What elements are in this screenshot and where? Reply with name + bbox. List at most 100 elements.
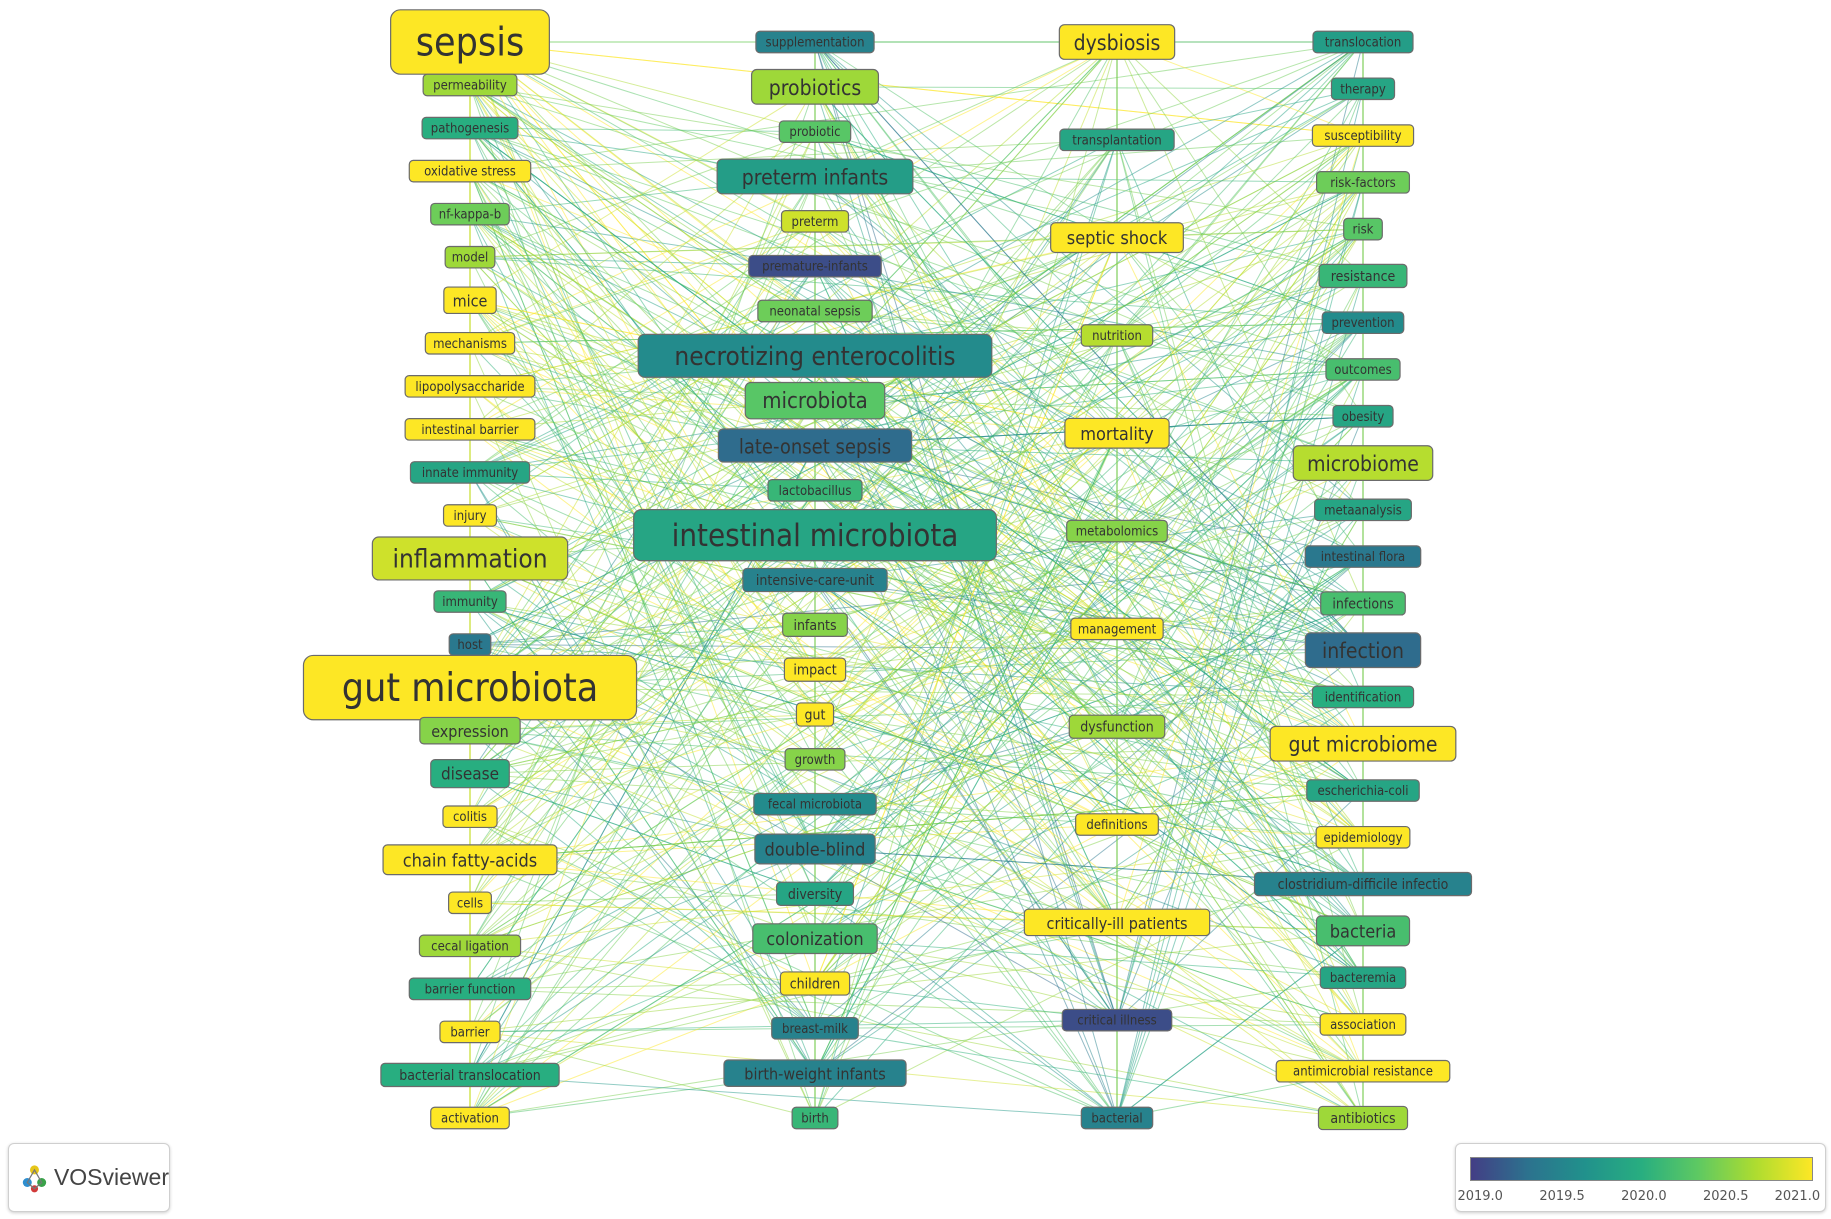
keyword-box[interactable] (419, 716, 521, 745)
keyword-box[interactable] (1269, 725, 1457, 762)
keyword-node[interactable]: critically-ill patients (1023, 908, 1211, 937)
keyword-box[interactable] (1275, 1059, 1451, 1083)
keyword-box[interactable] (716, 158, 914, 195)
keyword-node[interactable]: growth (784, 748, 846, 771)
keyword-box[interactable] (1315, 825, 1411, 849)
keyword-box[interactable] (1319, 966, 1407, 989)
keyword-node[interactable]: disease (430, 759, 510, 789)
keyword-node[interactable]: gut microbiome (1269, 725, 1457, 762)
keyword-node[interactable]: transplantation (1059, 128, 1175, 152)
keyword-box[interactable] (795, 702, 835, 727)
keyword-node[interactable]: antibiotics (1317, 1105, 1409, 1131)
keyword-node[interactable]: obesity (1332, 404, 1394, 428)
keyword-box[interactable] (1315, 171, 1411, 194)
keyword-box[interactable] (1070, 617, 1164, 641)
keyword-node[interactable]: management (1070, 617, 1164, 641)
keyword-node[interactable]: intestinal microbiota (633, 508, 997, 562)
keyword-node[interactable]: epidemiology (1315, 825, 1411, 849)
keyword-box[interactable] (1304, 545, 1422, 568)
keyword-box[interactable] (1325, 358, 1401, 381)
keyword-box[interactable] (783, 657, 847, 682)
keyword-box[interactable] (717, 428, 913, 463)
keyword-node[interactable]: antimicrobial resistance (1275, 1059, 1451, 1083)
keyword-box[interactable] (408, 977, 532, 1001)
keyword-box[interactable] (1253, 871, 1473, 897)
keyword-box[interactable] (1320, 591, 1406, 616)
keyword-node[interactable]: pathogenesis (421, 116, 519, 140)
keyword-box[interactable] (404, 418, 536, 441)
keyword-node[interactable]: neonatal sepsis (757, 299, 873, 323)
keyword-node[interactable]: therapy (1330, 77, 1396, 101)
keyword-box[interactable] (448, 891, 492, 915)
keyword-node[interactable]: cecal ligation (418, 934, 522, 958)
keyword-box[interactable] (1317, 1105, 1409, 1131)
keyword-box[interactable] (409, 461, 531, 484)
keyword-box[interactable] (771, 1017, 859, 1040)
keyword-box[interactable] (1343, 217, 1383, 241)
vosviewer-logo[interactable]: VOSviewer (8, 1143, 170, 1212)
keyword-node[interactable]: infection (1304, 632, 1422, 669)
keyword-node[interactable]: intestinal flora (1304, 545, 1422, 568)
keyword-box[interactable] (775, 881, 855, 906)
keyword-node[interactable]: identification (1311, 685, 1415, 709)
keyword-node[interactable]: fecal microbiota (753, 792, 877, 816)
keyword-node[interactable]: intensive-care-unit (742, 567, 888, 593)
keyword-node[interactable]: chain fatty-acids (382, 844, 558, 876)
keyword-box[interactable] (433, 590, 507, 613)
keyword-node[interactable]: preterm infants (716, 158, 914, 195)
keyword-node[interactable]: impact (783, 657, 847, 682)
keyword-node[interactable]: prevention (1321, 311, 1405, 335)
keyword-box[interactable] (380, 1062, 560, 1088)
keyword-node[interactable]: risk-factors (1315, 171, 1411, 194)
keyword-node[interactable]: septic shock (1050, 222, 1184, 254)
keyword-box[interactable] (1059, 128, 1175, 152)
keyword-node[interactable]: metabolomics (1066, 519, 1168, 543)
keyword-node[interactable]: inflammation (371, 536, 569, 581)
keyword-node[interactable]: risk (1343, 217, 1383, 241)
keyword-box[interactable] (767, 479, 863, 502)
keyword-box[interactable] (442, 504, 498, 527)
keyword-box[interactable] (755, 30, 875, 54)
keyword-box[interactable] (1319, 1013, 1407, 1036)
keyword-node[interactable]: mechanisms (424, 331, 516, 355)
keyword-node[interactable]: permeability (422, 73, 518, 97)
keyword-box[interactable] (1023, 908, 1211, 937)
keyword-node[interactable]: children (779, 971, 851, 996)
keyword-node[interactable]: bacterial (1080, 1106, 1154, 1130)
keyword-node[interactable]: mice (443, 286, 497, 315)
keyword-node[interactable]: microbiota (744, 381, 886, 420)
keyword-box[interactable] (1312, 30, 1414, 54)
keyword-node[interactable]: barrier (439, 1020, 501, 1044)
keyword-box[interactable] (443, 286, 497, 315)
keyword-box[interactable] (1292, 445, 1434, 481)
keyword-box[interactable] (752, 923, 878, 955)
keyword-box[interactable] (1058, 24, 1176, 60)
keyword-box[interactable] (753, 792, 877, 816)
keyword-node[interactable]: dysfunction (1068, 714, 1166, 739)
keyword-box[interactable] (1311, 685, 1415, 709)
keyword-box[interactable] (1050, 222, 1184, 254)
keyword-box[interactable] (723, 1059, 907, 1087)
keyword-node[interactable]: dysbiosis (1058, 24, 1176, 60)
keyword-box[interactable] (750, 68, 880, 105)
keyword-box[interactable] (757, 299, 873, 323)
keyword-box[interactable] (1314, 498, 1412, 522)
keyword-box[interactable] (1330, 77, 1396, 101)
keyword-node[interactable]: innate immunity (409, 461, 531, 484)
keyword-box[interactable] (742, 567, 888, 593)
keyword-box[interactable] (1080, 324, 1154, 347)
keyword-box[interactable] (754, 833, 876, 865)
keyword-box[interactable] (1321, 311, 1405, 335)
keyword-box[interactable] (382, 844, 558, 876)
keyword-box[interactable] (430, 1106, 510, 1130)
keyword-node[interactable]: bacteremia (1319, 966, 1407, 989)
keyword-node[interactable]: probiotics (750, 68, 880, 105)
keyword-box[interactable] (782, 612, 848, 637)
keyword-node[interactable]: lipopolysaccharide (404, 374, 536, 398)
keyword-box[interactable] (748, 254, 882, 278)
keyword-node[interactable]: nf-kappa-b (430, 202, 510, 226)
keyword-box[interactable] (1306, 779, 1420, 802)
keyword-box[interactable] (779, 971, 851, 996)
keyword-box[interactable] (1332, 404, 1394, 428)
keyword-box[interactable] (791, 1106, 839, 1130)
